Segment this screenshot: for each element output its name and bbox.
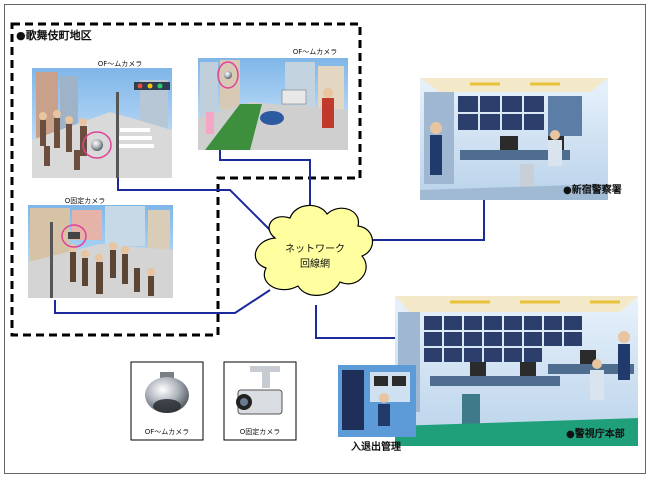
- link-hq: [315, 305, 405, 339]
- scene-dome-street: OF～ムカメラ: [32, 60, 172, 178]
- kabukicho-area-boundary: [10, 22, 362, 337]
- area-label: ●歌舞伎町地区: [16, 28, 92, 42]
- outer-frame: [4, 4, 646, 474]
- legend-fixed-camera: O固定カメラ: [223, 361, 297, 441]
- shinjuku-label: ●新宿警察署: [563, 183, 622, 196]
- link-dome-crossing: [219, 148, 311, 215]
- network-label-2: 回線網: [300, 257, 330, 270]
- scene-dome-crossing: OF～ムカメラ: [198, 48, 348, 150]
- legend-fixed-label: O固定カメラ: [240, 427, 281, 436]
- legend-dome-camera: OF～ムカメラ: [130, 361, 204, 441]
- hq-control-room: ●警視庁本部: [395, 296, 638, 446]
- access-label: 入退出管理: [351, 440, 401, 453]
- fixed-camera-icon: [68, 232, 80, 239]
- link-shinjuku: [370, 185, 485, 241]
- hq-label: ●警視庁本部: [566, 427, 625, 440]
- link-fixed-street: [54, 289, 271, 314]
- dome-camera-icon-2: [224, 71, 232, 79]
- scene-dome-street-label: OF～ムカメラ: [98, 60, 143, 68]
- fixed-camera-highlight: [61, 224, 87, 248]
- shinjuku-control-room: ●新宿警察署: [420, 78, 622, 200]
- dome-camera-highlight-2: [217, 61, 239, 89]
- scene-dome-crossing-label: OF～ムカメラ: [293, 48, 338, 56]
- access-control-booth: 入退出管理: [338, 365, 416, 453]
- legend-dome-label: OF～ムカメラ: [145, 428, 190, 436]
- network-label-1: ネットワーク: [285, 243, 345, 255]
- scene-fixed-street: O固定カメラ: [28, 196, 173, 298]
- dome-camera-highlight: [82, 131, 112, 159]
- scene-fixed-street-label: O固定カメラ: [65, 196, 106, 205]
- dome-camera-icon: [91, 139, 103, 151]
- network-cloud: ネットワーク 回線網: [254, 204, 373, 296]
